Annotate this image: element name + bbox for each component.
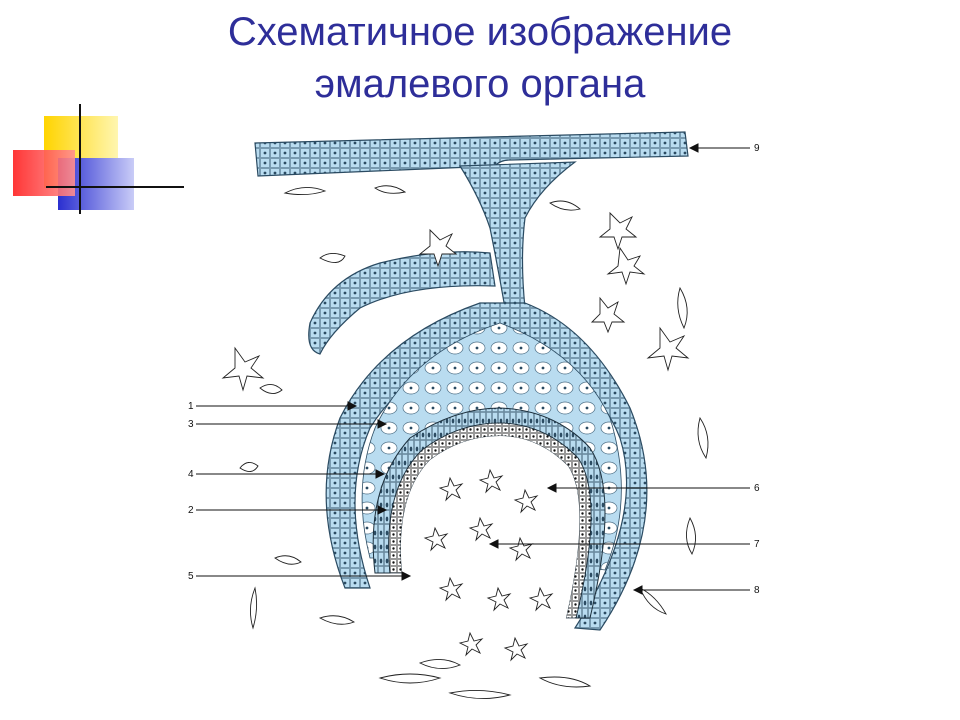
label-8: 8 [754,585,760,596]
label-5: 5 [188,571,194,582]
label-6: 6 [754,483,760,494]
label-9: 9 [754,143,760,154]
label-7: 7 [754,539,760,550]
label-3: 3 [188,419,194,430]
label-1: 1 [188,401,194,412]
decorative-squares [13,104,905,214]
label-4: 4 [188,469,194,480]
pointer-lines [196,143,750,595]
title-line-2: эмалевого органа [314,62,646,106]
slide-title: Схематичное изображение эмалевого органа [120,6,840,110]
label-2: 2 [188,505,194,516]
dental-papilla [400,436,580,694]
enamel-organ-diagram: 1 3 4 2 5 9 6 7 8 [188,131,760,699]
red-square [13,150,75,196]
mesenchyme-cells [221,185,709,699]
title-line-1: Схематичное изображение [227,10,733,54]
lateral-lamina [308,251,496,355]
